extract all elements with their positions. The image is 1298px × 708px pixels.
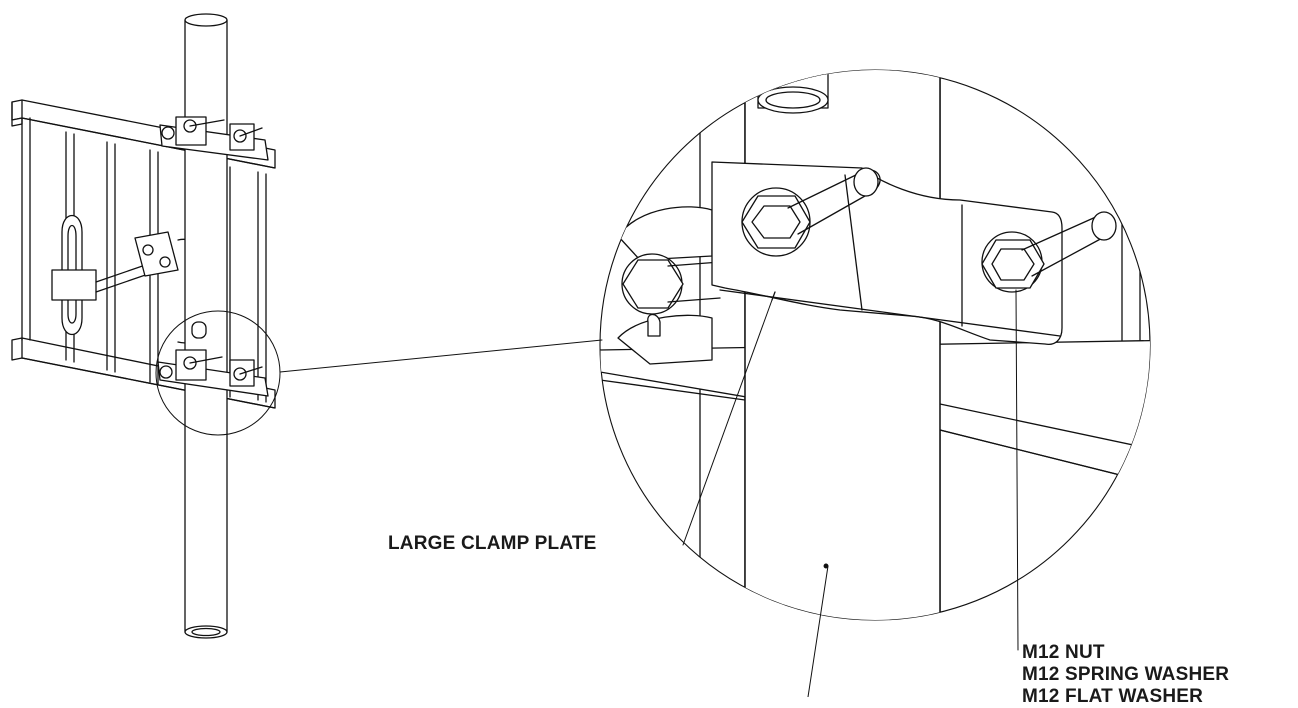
antenna-feed-loop	[51, 214, 161, 336]
lower-clamp-set	[157, 321, 269, 397]
m12-nut-label: M12 NUT	[1022, 642, 1105, 663]
m12-spring-washer-label: M12 SPRING WASHER	[1022, 664, 1230, 685]
overview-assembly	[11, 13, 603, 639]
pole-leader	[807, 565, 829, 697]
upper-clamp-set	[159, 116, 269, 161]
detail-bolt-left	[741, 167, 881, 257]
m12-flat-washer-label: M12 FLAT WASHER	[1022, 686, 1204, 707]
fastener-leader	[1015, 289, 1019, 651]
detail-top-cap	[757, 70, 829, 114]
fastener-stack-labels: M12 NUT M12 SPRING WASHER M12 FLAT WASHE…	[1022, 642, 1229, 708]
detail-mast-pole	[744, 70, 941, 620]
detail-reference-circle	[155, 310, 281, 436]
detail-bolt-right	[981, 211, 1117, 293]
detail-small-pin	[647, 313, 661, 337]
enlarged-detail	[600, 70, 1150, 620]
clamp-plate-leader	[682, 299, 773, 546]
detail-leader-line	[279, 339, 603, 373]
large-clamp-plate-label: LARGE CLAMP PLATE	[388, 533, 597, 554]
detail-back-clamp	[617, 206, 721, 365]
